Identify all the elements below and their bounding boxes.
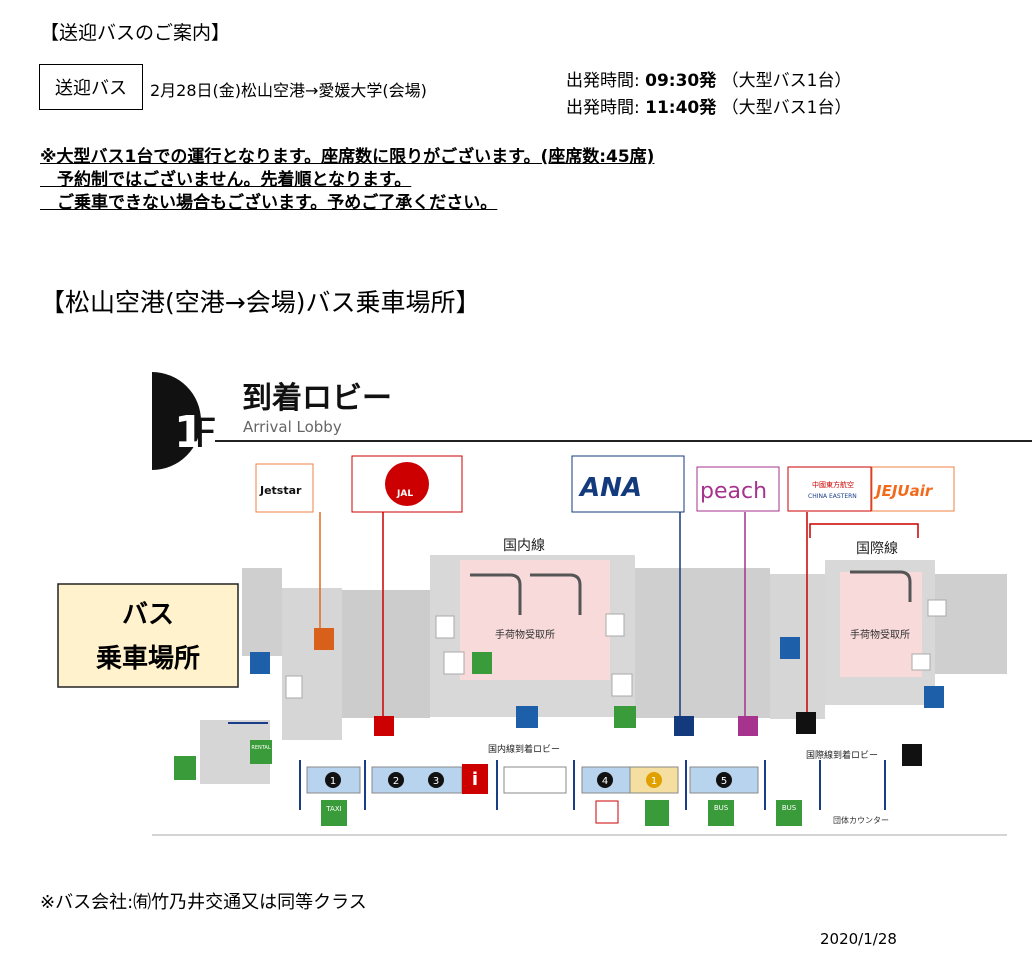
stop-number: 3 [433, 776, 439, 787]
stop-number: 4 [602, 776, 608, 787]
bus-stop-label-line2: 乗車場所 [96, 644, 200, 674]
floor-subtitle: Arrival Lobby [243, 418, 342, 436]
bus-route: 2月28日(金)松山空港→愛媛大学(会場) [150, 81, 427, 100]
page-title: 【送迎バスのご案内】 [40, 22, 231, 44]
group-counter-label: 団体カウンター [833, 815, 889, 825]
crosswalk-arrows [228, 722, 886, 810]
rental-label: RENTAL [251, 745, 270, 751]
note-2: 予約制ではございません。先着順となります。 [40, 170, 412, 190]
bus-label: BUS [714, 804, 729, 812]
jal-logo: JAL [396, 489, 413, 499]
accessible-icon [614, 706, 636, 728]
bus-stop-label-box [57, 583, 239, 688]
departure-2: 出発時間: 11:40発 （大型バス1台） [566, 93, 852, 118]
stop-number: 1 [330, 776, 336, 787]
baggage-carousel [470, 573, 582, 615]
bus-label-box: 送迎バス [39, 64, 143, 110]
wall-block [635, 568, 770, 718]
drinking-fountain-icon [285, 675, 303, 699]
peach-logo: peach [700, 479, 767, 504]
rental-car-icon [250, 740, 272, 764]
escalator-icon [924, 686, 944, 708]
intl-bracket [809, 523, 919, 538]
jeju-logo-box [871, 466, 955, 512]
restroom-icon [927, 599, 947, 617]
restroom-icon [738, 716, 758, 736]
jeju-logo: JEJUair [873, 482, 934, 500]
accessible-icon [472, 652, 492, 674]
departure-1-time: 09:30発 [645, 71, 717, 91]
ana-logo-box [571, 455, 685, 513]
stop-number: 2 [393, 776, 399, 787]
info-counter-icon [462, 764, 488, 794]
section-title: 【松山空港(空港→会場)バス乗車場所】 [40, 288, 481, 317]
floor-number: 1 [174, 407, 205, 458]
stop-number: 5 [721, 776, 727, 787]
restroom-icon [674, 716, 694, 736]
taxi-icon [321, 800, 347, 826]
escalator-icon [516, 706, 538, 728]
wall-block [242, 568, 282, 656]
jal-crane-icon [385, 462, 429, 506]
domestic-lobby-label: 国内線到着ロビー [488, 743, 560, 755]
mens-restroom-icon [611, 673, 633, 697]
departure-2-suffix: （大型バス1台） [721, 98, 852, 118]
intl-bus-label: BUS [782, 804, 797, 812]
international-label: 国際線 [856, 541, 898, 557]
departure-2-prefix: 出発時間: [566, 98, 646, 118]
post-icon [595, 800, 619, 824]
international-baggage-area [840, 572, 922, 677]
restroom-icon [314, 628, 334, 650]
jetstar-logo: Jetstar [259, 484, 302, 497]
departure-1-prefix: 出発時間: [566, 71, 646, 91]
womens-restroom-icon [435, 615, 455, 639]
domestic-baggage-label: 手荷物受取所 [495, 628, 555, 641]
taxi-label: TAXI [325, 805, 341, 813]
intl-bus-icon [776, 800, 802, 826]
china-eastern-logo-box [787, 466, 872, 512]
wall-block [342, 590, 430, 718]
baggage-carousel [850, 570, 912, 602]
escalator-icon [780, 637, 800, 659]
floor-letter: F [194, 411, 217, 457]
domestic-label: 国内線 [503, 538, 545, 554]
info-icon: i [472, 769, 478, 790]
departure-1-suffix: （大型バス1台） [721, 71, 852, 91]
international-baggage-label: 手荷物受取所 [850, 628, 910, 641]
wall-block [935, 574, 1007, 674]
international-lobby-label: 国際線到着ロビー [806, 749, 878, 761]
womens-restroom-icon [443, 651, 465, 675]
floor-title: 到着ロビー [242, 381, 392, 416]
restroom-icon [911, 653, 931, 671]
bus-company-note: ※バス会社:㈲竹乃井交通又は同等クラス [40, 892, 367, 913]
curb-blank [503, 766, 567, 794]
ana-logo: ANA [578, 473, 642, 503]
floor-marker-shape [152, 372, 201, 470]
escalator-icon [250, 652, 270, 674]
bus-icon [708, 800, 734, 826]
mens-restroom-icon [605, 613, 625, 637]
notes-block: ※大型バス1台での運行となります。座席数に限りがございます。(座席数:45席) … [40, 146, 654, 215]
note-1: ※大型バス1台での運行となります。座席数に限りがございます。(座席数:45席) [40, 147, 655, 167]
bus-ticket-icon [645, 800, 669, 826]
stop-number: 1 [651, 776, 657, 787]
note-3: ご乗車できない場合もございます。予めご了承ください。 [40, 193, 498, 213]
bicycle-icon [174, 756, 196, 780]
bus-stop-2-3 [371, 766, 463, 794]
document-date: 2020/1/28 [820, 930, 897, 948]
restroom-icon [796, 712, 816, 734]
departure-2-time: 11:40発 [645, 98, 717, 118]
stop-number-circles: 1 2 3 4 1 5 [325, 772, 732, 788]
bus-stop-label-line1: バス [122, 600, 174, 630]
peach-logo-box [696, 466, 780, 512]
restroom-icon [374, 716, 394, 736]
departure-1: 出発時間: 09:30発 （大型バス1台） [566, 66, 852, 91]
china-eastern-logo: 中國東方航空 [812, 480, 854, 489]
wall-block [282, 588, 342, 740]
jetstar-logo-box [255, 463, 314, 513]
phone-icon [902, 744, 922, 766]
china-eastern-logo-en: CHINA EASTERN [808, 493, 857, 500]
